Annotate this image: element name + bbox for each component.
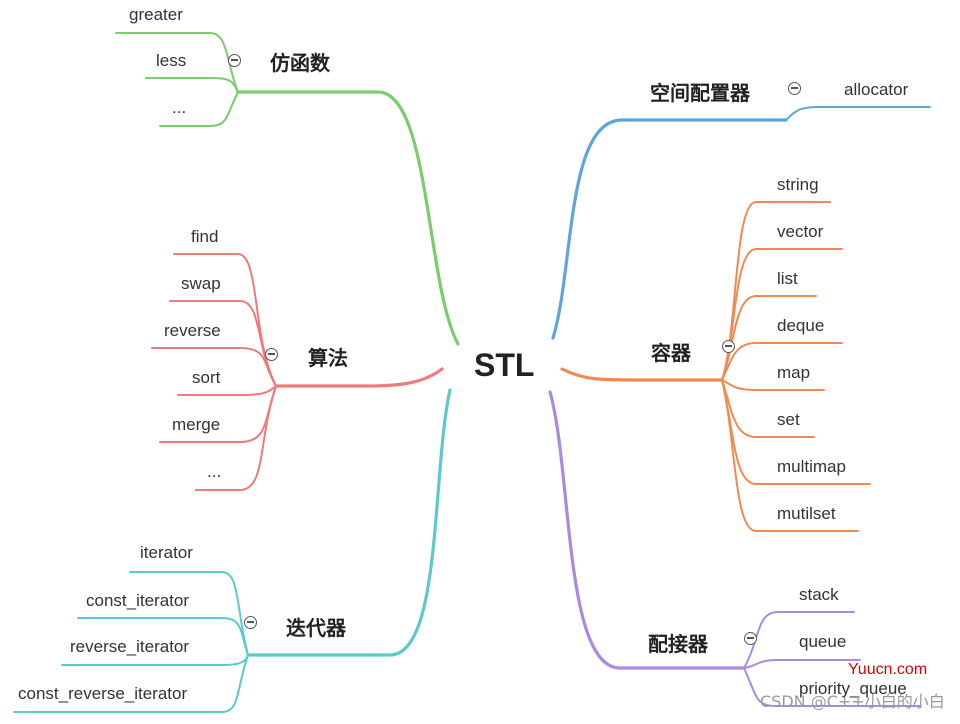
functor-connector-greater: [115, 32, 239, 93]
algorithm-item-find[interactable]: find: [191, 227, 219, 246]
adapter-item-stack[interactable]: stack: [799, 585, 839, 604]
iterator-item-const-reverse-iterator[interactable]: const_reverse_iterator: [18, 684, 188, 703]
container-connector-set: [721, 379, 815, 438]
functor-item-less[interactable]: less: [156, 51, 187, 70]
adapter-connector-priority-queue: [743, 667, 921, 707]
iterator-connector-const-reverse-iterator: [13, 654, 249, 713]
root-to-allocator-connector: [551, 118, 788, 340]
allocator-connectors: [551, 106, 931, 340]
branch-functor[interactable]: 仿函数: [270, 51, 330, 75]
iterator-item-iterator[interactable]: iterator: [140, 543, 193, 562]
algorithm-connector-etc: [195, 385, 277, 491]
algorithm-connector-reverse: [151, 347, 277, 387]
collapse-adapter-icon[interactable]: [744, 632, 757, 645]
iterator-item-reverse-iterator[interactable]: reverse_iterator: [70, 637, 190, 656]
algorithm-item-sort[interactable]: sort: [192, 368, 221, 387]
branch-adapter[interactable]: 配接器: [648, 632, 708, 656]
collapse-iterator-icon[interactable]: [244, 616, 257, 629]
container-item-string[interactable]: string: [777, 175, 819, 194]
allocator-connector-allocator: [785, 106, 931, 121]
branch-allocator[interactable]: 空间配置器: [650, 81, 750, 105]
algorithm-item-reverse[interactable]: reverse: [164, 321, 221, 340]
root-to-adapter-connector: [548, 390, 746, 670]
container-connectors: [560, 201, 871, 532]
functor-connectors: [115, 32, 460, 346]
container-item-list[interactable]: list: [777, 269, 798, 288]
container-item-set[interactable]: set: [777, 410, 800, 429]
container-item-vector[interactable]: vector: [777, 222, 824, 241]
branch-iterator[interactable]: 迭代器: [286, 616, 346, 640]
container-connector-deque: [721, 342, 843, 381]
root-to-iterator-connector: [246, 388, 452, 657]
adapter-item-queue[interactable]: queue: [799, 632, 847, 651]
iterator-connector-const-iterator: [77, 617, 249, 656]
collapse-allocator-icon[interactable]: [788, 82, 801, 95]
algorithm-connector-swap: [169, 300, 277, 387]
collapse-functor-icon[interactable]: [228, 54, 241, 67]
iterator-connectors: [13, 388, 452, 713]
root-to-algorithm-connector: [274, 367, 444, 388]
container-item-map[interactable]: map: [777, 363, 811, 382]
watermark-site: Yuucn.com: [848, 661, 928, 678]
collapse-container-icon[interactable]: [722, 340, 735, 353]
allocator-item-allocator[interactable]: allocator: [844, 80, 909, 99]
root-to-functor-connector: [236, 90, 460, 346]
algorithm-item-swap[interactable]: swap: [181, 274, 221, 293]
container-item-deque[interactable]: deque: [777, 316, 825, 335]
container-connector-map: [721, 379, 825, 391]
adapter-connector-stack: [743, 611, 855, 669]
container-connector-mutilset: [721, 379, 859, 532]
functor-item-etc[interactable]: ...: [172, 98, 187, 117]
algorithm-connector-sort: [177, 385, 277, 396]
algorithm-item-etc[interactable]: ...: [207, 462, 222, 481]
watermark-author: CSDN @C++小白的小白: [760, 692, 945, 711]
branch-algorithm[interactable]: 算法: [308, 346, 348, 370]
adapter-connector-queue: [743, 659, 861, 669]
root-topic[interactable]: STL: [474, 347, 535, 383]
adapter-connectors: [548, 390, 921, 707]
adapter-item-priority-queue[interactable]: priority_queue: [799, 679, 907, 698]
container-connector-list: [721, 295, 817, 381]
branch-container[interactable]: 容器: [651, 341, 691, 365]
functor-connector-etc: [159, 91, 239, 127]
root-to-container-connector: [560, 367, 724, 382]
container-item-multimap[interactable]: multimap: [777, 457, 846, 476]
functor-connector-less: [145, 77, 239, 93]
iterator-item-const-iterator[interactable]: const_iterator: [86, 591, 189, 610]
container-item-mutilset[interactable]: mutilset: [777, 504, 836, 523]
functor-item-greater[interactable]: greater: [129, 5, 183, 24]
algorithm-item-merge[interactable]: merge: [172, 415, 221, 434]
algorithm-connectors: [151, 253, 444, 491]
collapse-algorithm-icon[interactable]: [265, 348, 278, 361]
